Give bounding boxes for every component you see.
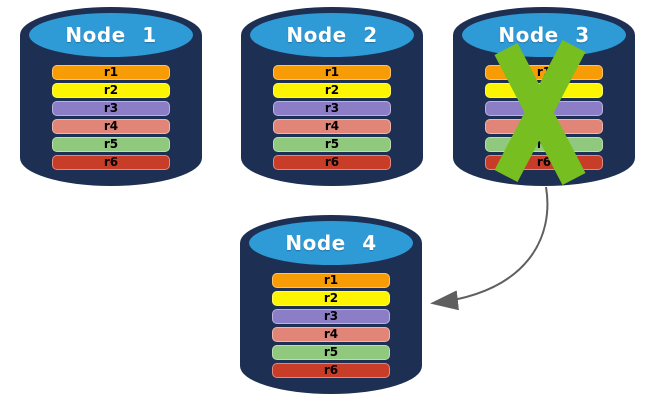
node-title: Node 2 — [286, 23, 378, 47]
node-title: Node 3 — [498, 23, 590, 47]
replica-bar-r3: r3 — [273, 101, 391, 116]
node-3: Node 3 r1 r2 r3 r4 r5 r6 — [452, 6, 636, 188]
node-2: Node 2 r1 r2 r3 r4 r5 r6 — [240, 6, 424, 188]
cylinder-top — [29, 13, 193, 57]
replica-list: r1 r2 r3 r4 r5 r6 — [52, 65, 170, 170]
node-title: Node 1 — [65, 23, 157, 47]
replica-bar-r2: r2 — [52, 83, 170, 98]
replica-bar-r2: r2 — [273, 83, 391, 98]
replica-bar-r5: r5 — [273, 137, 391, 152]
replica-bar-r1: r1 — [52, 65, 170, 80]
cylinder-top — [462, 13, 626, 57]
replica-bar-r1: r1 — [272, 273, 390, 288]
replica-bar-r4: r4 — [52, 119, 170, 134]
replica-bar-r6: r6 — [273, 155, 391, 170]
replica-bar-r1: r1 — [273, 65, 391, 80]
replica-list: r1 r2 r3 r4 r5 r6 — [273, 65, 391, 170]
replica-bar-r3: r3 — [272, 309, 390, 324]
node-4: Node 4 r1 r2 r3 r4 r5 r6 — [239, 214, 423, 396]
replica-list: r1 r2 r3 r4 r5 r6 — [272, 273, 390, 378]
cylinder-top — [250, 13, 414, 57]
node-1: Node 1 r1 r2 r3 r4 r5 r6 — [19, 6, 203, 188]
replica-bar-r6: r6 — [272, 363, 390, 378]
node-title: Node 4 — [285, 231, 377, 255]
replica-bar-r2: r2 — [272, 291, 390, 306]
replica-bar-r4: r4 — [272, 327, 390, 342]
replica-bar-r6: r6 — [52, 155, 170, 170]
replica-bar-r3: r3 — [52, 101, 170, 116]
failure-cross-icon — [494, 39, 586, 186]
replica-bar-r5: r5 — [52, 137, 170, 152]
replica-bar-r5: r5 — [272, 345, 390, 360]
replica-bar-r4: r4 — [273, 119, 391, 134]
cylinder-top — [249, 221, 413, 265]
